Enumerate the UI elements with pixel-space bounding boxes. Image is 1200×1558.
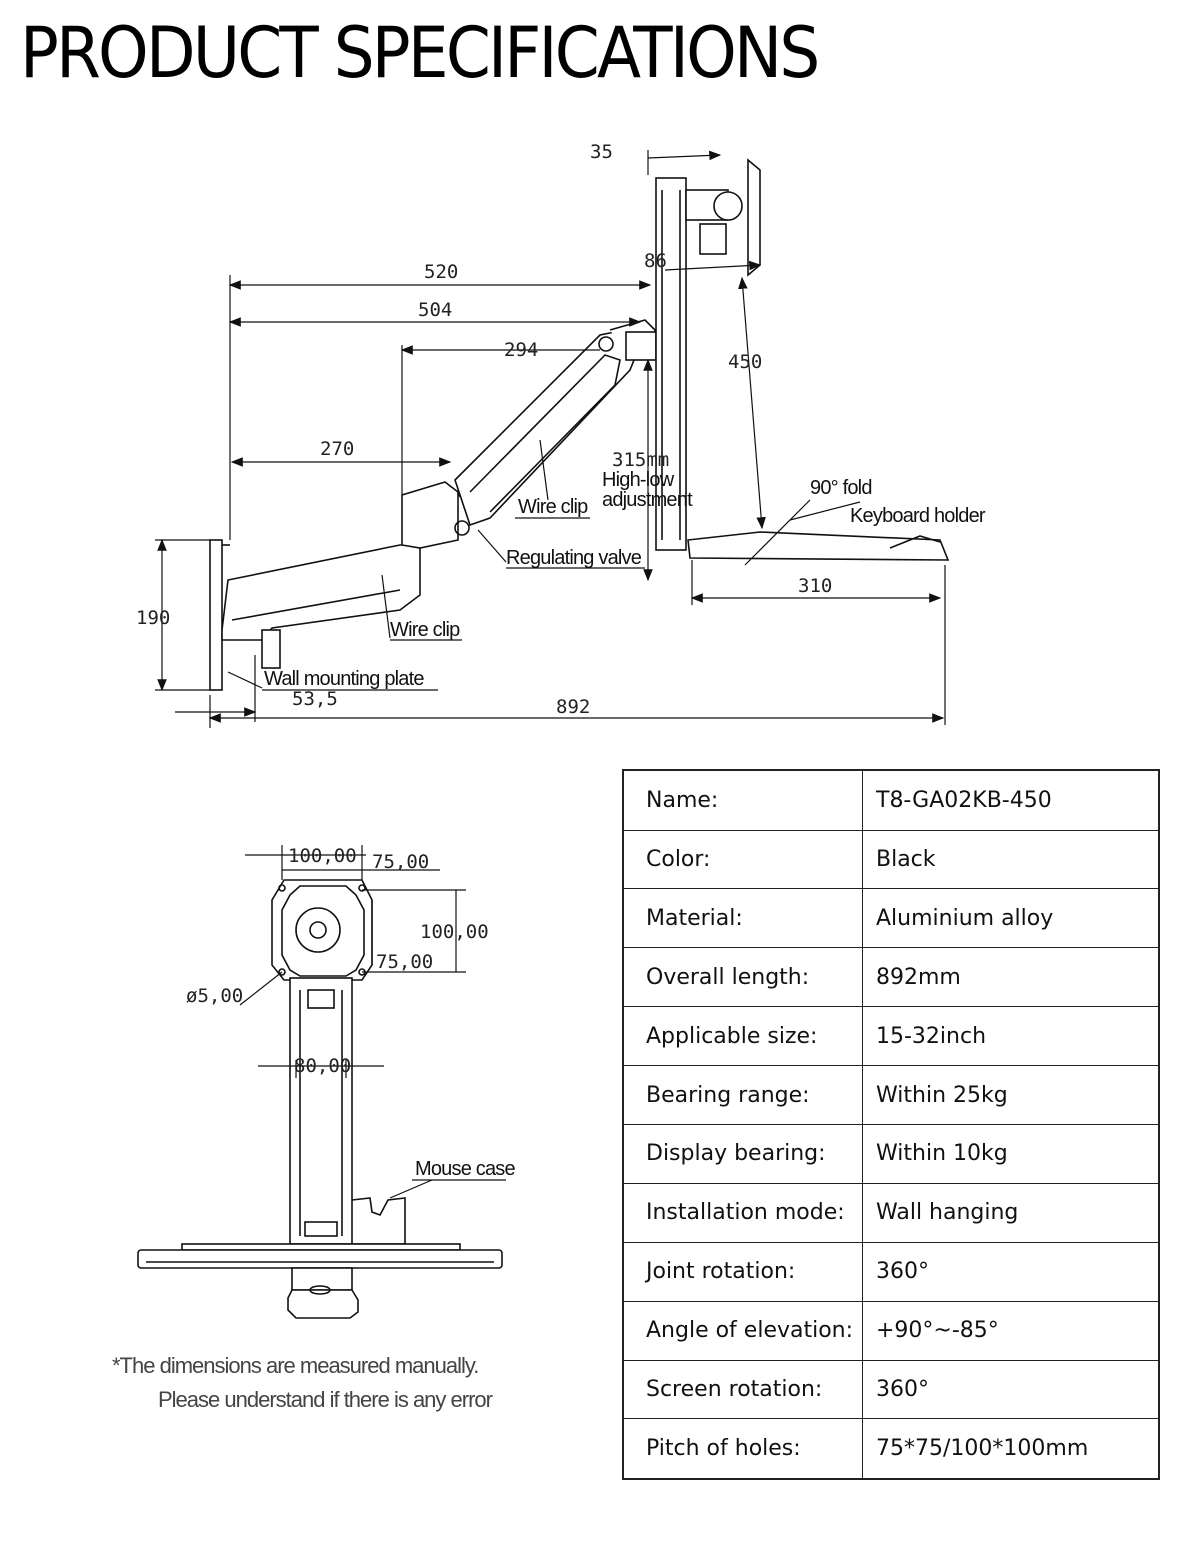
dim-294: 294 (504, 339, 538, 361)
dim-h100: 100,00 (288, 845, 357, 867)
high-low-label: High-low (602, 469, 675, 491)
dim-504: 504 (418, 299, 452, 321)
dim-310: 310 (798, 575, 832, 597)
dim-v75: 75,00 (376, 951, 433, 973)
spec-key: Overall length: (622, 947, 863, 1008)
spec-row: Material:Aluminium alloy (622, 888, 1160, 949)
spec-row: Color:Black (622, 829, 1160, 890)
spec-row: Display bearing:Within 10kg (622, 1123, 1160, 1184)
spec-row: Joint rotation:360° (622, 1241, 1160, 1302)
dim-53-5: 53,5 (292, 688, 338, 710)
spec-key: Joint rotation: (622, 1241, 863, 1302)
spec-row: Applicable size:15-32inch (622, 1006, 1160, 1067)
wall-plate-label: Wall mounting plate (264, 668, 424, 690)
wire-clip-lower-label: Wire clip (390, 619, 460, 641)
adjustment-label: adjustment (602, 489, 693, 511)
dim-270: 270 (320, 438, 354, 460)
spec-row: Angle of elevation:+90°~-85° (622, 1300, 1160, 1361)
dim-190: 190 (136, 607, 170, 629)
spec-key: Display bearing: (622, 1123, 863, 1184)
spec-row: Name:T8-GA02KB-450 (622, 769, 1160, 831)
wire-clip-upper-label: Wire clip (518, 496, 588, 518)
dim-520: 520 (424, 261, 458, 283)
fold-label: 90° fold (810, 477, 872, 499)
dim-315: 315mm (612, 449, 669, 471)
spec-row: Bearing range:Within 25kg (622, 1065, 1160, 1125)
spec-value: Aluminium alloy (862, 888, 1160, 949)
dim-450: 450 (728, 351, 762, 373)
dim-892: 892 (556, 696, 590, 718)
spec-key: Angle of elevation: (622, 1300, 863, 1361)
dim-v100: 100,00 (420, 921, 489, 943)
spec-key: Screen rotation: (622, 1359, 863, 1420)
spec-value: 360° (862, 1359, 1160, 1420)
spec-value: 360° (862, 1241, 1160, 1302)
spec-key: Material: (622, 888, 863, 949)
spec-row: Installation mode:Wall hanging (622, 1182, 1160, 1243)
dim-hole: ø5,00 (186, 985, 243, 1007)
side-view-drawing: 35 86 520 504 294 450 270 315mm High-low… (136, 141, 987, 728)
spec-key: Pitch of holes: (622, 1418, 863, 1480)
spec-key: Applicable size: (622, 1006, 863, 1067)
note-line-2: Please understand if there is any error (158, 1387, 493, 1412)
spec-row: Pitch of holes:75*75/100*100mm (622, 1418, 1160, 1480)
page-title: PRODUCT SPECIFICATIONS (20, 12, 820, 94)
spec-row: Screen rotation:360° (622, 1359, 1160, 1420)
spec-key: Bearing range: (622, 1065, 863, 1125)
spec-value: 892mm (862, 947, 1160, 1008)
keyboard-holder-label: Keyboard holder (850, 505, 986, 527)
spec-value: +90°~-85° (862, 1300, 1160, 1361)
spec-row: Overall length:892mm (622, 947, 1160, 1008)
note-line-1: *The dimensions are measured manually. (112, 1353, 479, 1378)
regulating-valve-label: Regulating valve (506, 547, 642, 569)
spec-value: T8-GA02KB-450 (862, 769, 1160, 831)
spec-value: Wall hanging (862, 1182, 1160, 1243)
spec-value: Within 10kg (862, 1123, 1160, 1184)
spec-value: 75*75/100*100mm (862, 1418, 1160, 1480)
dim-35: 35 (590, 141, 613, 163)
spec-value: Within 25kg (862, 1065, 1160, 1125)
dim-h75: 75,00 (372, 851, 429, 873)
spec-value: Black (862, 829, 1160, 890)
spec-value: 15-32inch (862, 1006, 1160, 1067)
dim-86: 86 (644, 250, 667, 272)
spec-key: Installation mode: (622, 1182, 863, 1243)
dim-w80: 80,00 (294, 1055, 351, 1077)
mouse-case-label: Mouse case (415, 1158, 516, 1180)
spec-key: Name: (622, 769, 863, 831)
spec-key: Color: (622, 829, 863, 890)
